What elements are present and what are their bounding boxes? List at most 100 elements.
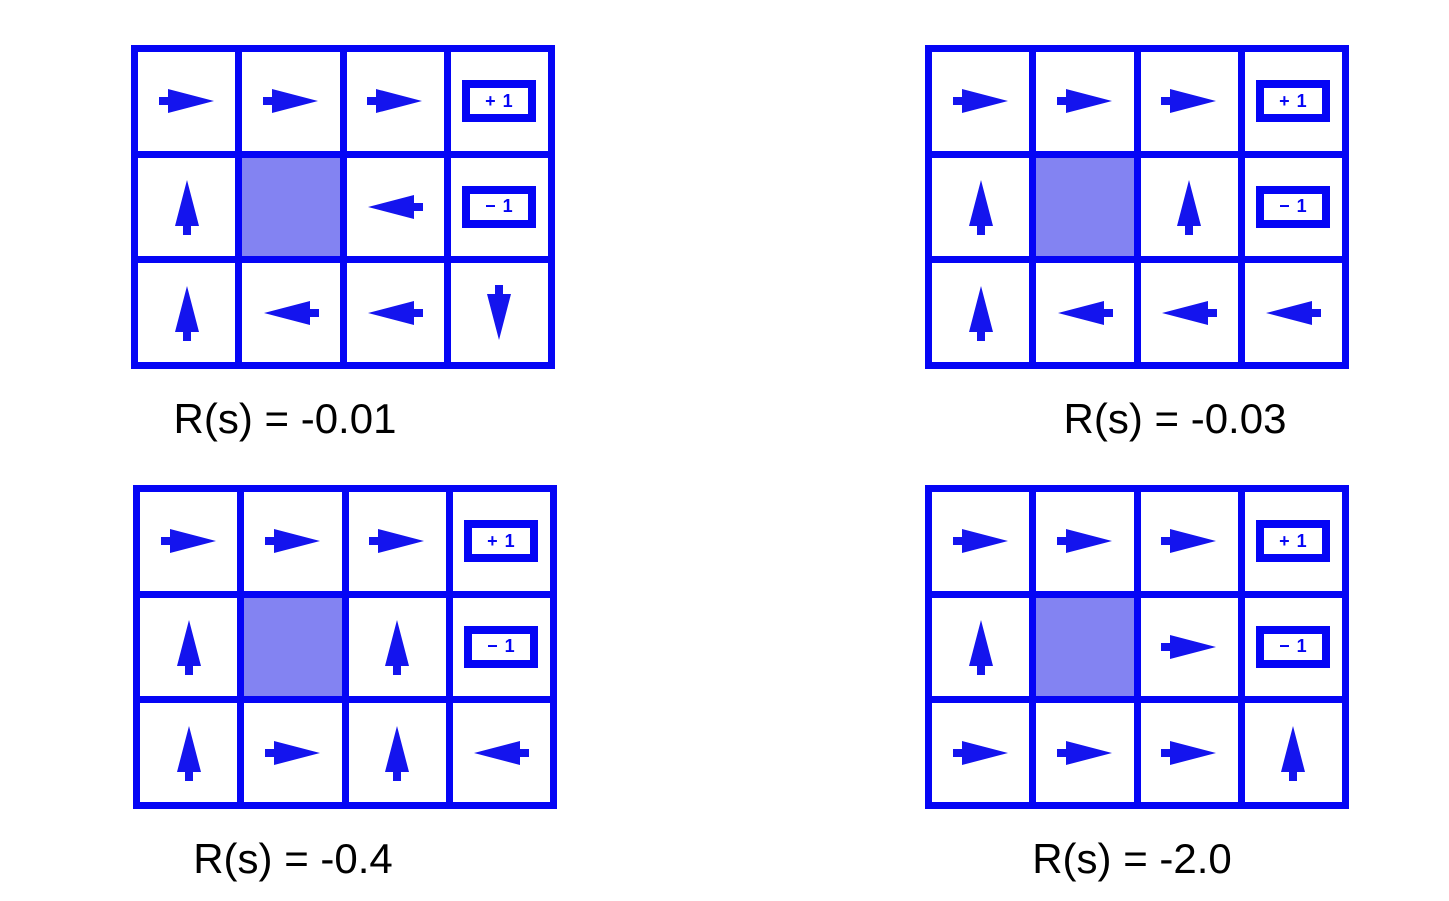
terminal-minus-one: − 1 <box>1256 625 1331 668</box>
policy-cell-up <box>1140 157 1238 257</box>
terminal-cell: − 1 <box>452 597 550 697</box>
arrow-up-icon <box>968 619 993 675</box>
policy-cell-right <box>932 703 1030 802</box>
terminal-cell: − 1 <box>1244 157 1342 257</box>
policy-grid: + 1 − 1 <box>133 485 557 809</box>
blocked-cell <box>1036 597 1134 697</box>
policy-cell-right <box>1140 492 1238 591</box>
arrow-up-icon <box>968 285 993 341</box>
arrow-right-icon <box>1161 634 1217 659</box>
policy-cell-right <box>1140 597 1238 697</box>
policy-cell-up <box>1244 703 1342 802</box>
arrow-right-icon <box>158 89 214 114</box>
terminal-cell: + 1 <box>1244 492 1342 591</box>
terminal-cell: + 1 <box>1244 52 1342 151</box>
arrow-right-icon <box>1056 740 1112 765</box>
reward-caption: R(s) = -0.03 <box>1063 395 1287 442</box>
policy-cell-right <box>242 52 340 151</box>
arrow-right-icon <box>1056 529 1112 554</box>
policy-cell-down <box>450 263 548 362</box>
arrow-left-icon <box>263 300 319 325</box>
arrow-up-icon <box>176 725 201 781</box>
arrow-up-icon <box>968 179 993 235</box>
arrow-up-icon <box>176 619 201 675</box>
policy-cell-up <box>140 597 238 697</box>
terminal-plus-one: + 1 <box>1256 520 1331 563</box>
terminal-cell: − 1 <box>450 157 548 257</box>
terminal-minus-one: − 1 <box>464 625 539 668</box>
arrow-left-icon <box>1266 300 1322 325</box>
blocked-cell <box>242 157 340 257</box>
reward-caption: R(s) = -0.4 <box>193 835 393 882</box>
arrow-right-icon <box>1161 89 1217 114</box>
policy-cell-right <box>140 492 238 591</box>
terminal-plus-one: + 1 <box>464 520 539 563</box>
policy-panel-bottom-right: + 1 − 1 R(s) = -2.0 <box>925 485 1349 883</box>
arrow-right-icon <box>952 529 1008 554</box>
policy-cell-up <box>138 263 236 362</box>
policy-cell-up <box>140 703 238 802</box>
policy-cell-left <box>242 263 340 362</box>
policy-cell-up <box>932 157 1030 257</box>
policy-cell-right <box>346 52 444 151</box>
arrow-left-icon <box>1162 300 1218 325</box>
terminal-cell: + 1 <box>450 52 548 151</box>
policy-cell-up <box>138 157 236 257</box>
terminal-minus-one: − 1 <box>1256 185 1331 228</box>
arrow-right-icon <box>262 89 318 114</box>
policy-cell-up <box>932 263 1030 362</box>
arrow-right-icon <box>264 529 320 554</box>
arrow-left-icon <box>474 740 530 765</box>
policy-panel-top-left: + 1− 1 R(s) = -0.01 <box>131 45 555 443</box>
arrow-right-icon <box>952 740 1008 765</box>
policy-panel-bottom-left: + 1 − 1 R(s) = -0.4 <box>133 485 557 883</box>
blocked-cell <box>1036 157 1134 257</box>
policy-cell-left <box>1036 263 1134 362</box>
policy-cell-right <box>1140 703 1238 802</box>
policy-cell-right <box>1140 52 1238 151</box>
policy-cell-up <box>348 597 446 697</box>
policy-grid: + 1 − 1 <box>925 45 1349 369</box>
policy-grid: + 1 − 1 <box>925 485 1349 809</box>
arrow-right-icon <box>1056 89 1112 114</box>
arrow-right-icon <box>160 529 216 554</box>
arrow-left-icon <box>1057 300 1113 325</box>
policy-cell-right <box>348 492 446 591</box>
arrow-right-icon <box>264 740 320 765</box>
arrow-down-icon <box>487 284 512 340</box>
terminal-minus-one: − 1 <box>462 185 537 228</box>
policy-grid: + 1 − 1 <box>131 45 555 369</box>
arrow-left-icon <box>368 300 424 325</box>
policy-cell-right <box>932 492 1030 591</box>
policy-cell-right <box>1036 703 1134 802</box>
blocked-cell <box>244 597 342 697</box>
arrow-up-icon <box>174 179 199 235</box>
policy-cell-left <box>346 263 444 362</box>
policy-cell-up <box>348 703 446 802</box>
policy-panel-top-right: + 1 − 1 R(s) = -0.03 <box>925 45 1349 443</box>
arrow-up-icon <box>174 285 199 341</box>
policy-cell-right <box>244 703 342 802</box>
arrow-up-icon <box>1177 179 1202 235</box>
arrow-right-icon <box>367 89 423 114</box>
policy-cell-right <box>1036 52 1134 151</box>
arrow-right-icon <box>369 529 425 554</box>
arrow-up-icon <box>385 725 410 781</box>
arrow-right-icon <box>1161 740 1217 765</box>
policy-cell-left <box>1140 263 1238 362</box>
reward-caption: R(s) = -2.0 <box>1032 835 1232 882</box>
arrow-right-icon <box>1161 529 1217 554</box>
arrow-right-icon <box>952 89 1008 114</box>
policy-cell-right <box>1036 492 1134 591</box>
terminal-cell: − 1 <box>1244 597 1342 697</box>
policy-cell-left <box>1244 263 1342 362</box>
terminal-cell: + 1 <box>452 492 550 591</box>
arrow-left-icon <box>368 194 424 219</box>
policy-cell-left <box>346 157 444 257</box>
policy-cell-left <box>452 703 550 802</box>
terminal-plus-one: + 1 <box>462 80 537 123</box>
policy-cell-right <box>932 52 1030 151</box>
arrow-up-icon <box>1281 725 1306 781</box>
policy-cell-right <box>244 492 342 591</box>
terminal-plus-one: + 1 <box>1256 80 1331 123</box>
